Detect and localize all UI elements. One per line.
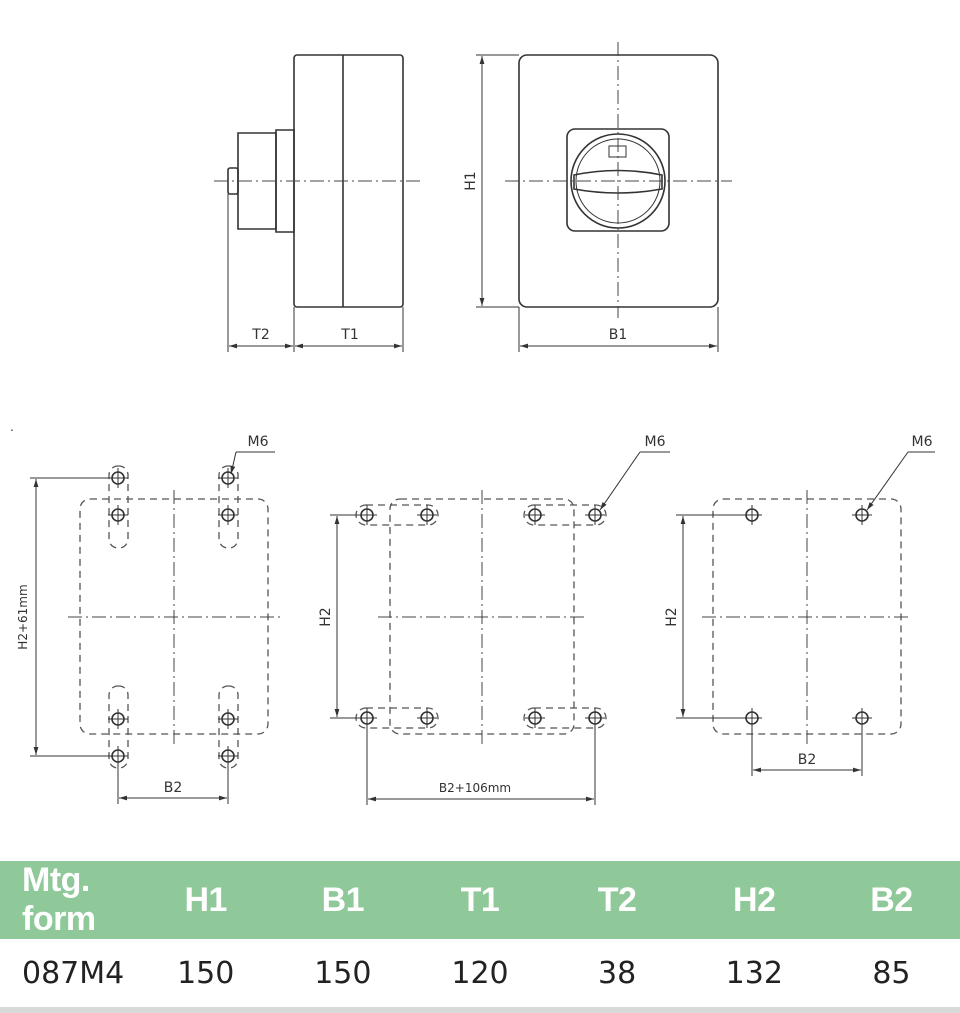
header-t1: T1 — [411, 861, 549, 939]
m6-label-2: M6 — [645, 434, 666, 450]
cell-h1: 150 — [137, 939, 275, 1010]
mounting-variant-3: M6 H2 B2 — [664, 434, 935, 776]
cell-t1: 120 — [411, 939, 549, 1010]
header-b2: B2 — [822, 861, 960, 939]
m6-label-1: M6 — [248, 434, 269, 450]
header-h1: H1 — [137, 861, 275, 939]
cell-mtg-form: 087M4 — [0, 939, 138, 1010]
t2-label: T2 — [251, 327, 269, 343]
mounting-variant-1: M6 H2+61mm B2 — [16, 434, 280, 804]
b2-label-1: B2 — [164, 780, 183, 796]
technical-drawing: T2 T1 H1 B1 . — [10, 42, 935, 805]
dimensions-table: Mtg. form H1 B1 T1 T2 H2 B2 087M4 150 15… — [0, 861, 960, 1013]
mounting-variant-2: M6 H2 B2+106mm — [318, 434, 670, 805]
switch-handle — [573, 169, 663, 194]
table-row: 087M4 150 150 120 38 132 85 — [0, 939, 960, 1010]
b2-label-3: B2 — [798, 752, 817, 768]
m6-label-3: M6 — [912, 434, 933, 450]
mounting-holes — [108, 468, 238, 766]
header-h2: H2 — [685, 861, 823, 939]
cell-h2: 132 — [685, 939, 823, 1010]
front-view: H1 B1 — [463, 42, 732, 352]
svg-text:.: . — [10, 420, 14, 434]
header-mtg-form: Mtg. form — [0, 861, 138, 939]
t1-label: T1 — [340, 327, 358, 343]
header-b1: B1 — [274, 861, 412, 939]
table-header-row: Mtg. form H1 B1 T1 T2 H2 B2 — [0, 861, 960, 939]
h2-label-2: H2 — [318, 607, 334, 626]
b2-106-label: B2+106mm — [439, 781, 511, 795]
side-view: T2 T1 — [214, 54, 420, 352]
header-t2: T2 — [548, 861, 686, 939]
cell-t2: 38 — [548, 939, 686, 1010]
cell-b2: 85 — [822, 939, 960, 1010]
h1-label: H1 — [463, 171, 479, 190]
cell-b1: 150 — [274, 939, 412, 1010]
h2-61-label: H2+61mm — [16, 584, 30, 649]
b1-label: B1 — [609, 327, 628, 343]
h2-label-3: H2 — [664, 607, 680, 626]
